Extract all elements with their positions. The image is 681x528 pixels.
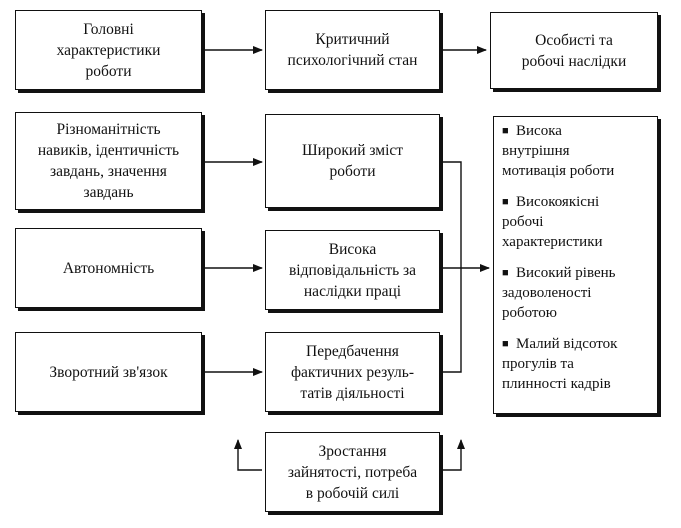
- square-bullet-icon: ■: [502, 196, 509, 208]
- moderator-employment-growth-label: Зростання зайнятості, потреба в робочій …: [287, 442, 418, 502]
- square-bullet-icon: ■: [502, 267, 509, 279]
- header-job-characteristics: Головні характеристики роботи: [15, 10, 202, 90]
- outcome-item: ■Високоякісні робочі характеристики: [502, 194, 603, 250]
- header-psychological-state-label: Критичний психологічний стан: [287, 31, 418, 69]
- state-broad-job-scope-label: Широкий зміст роботи: [301, 142, 404, 180]
- characteristic-feedback: Зворотний зв'язок: [15, 332, 202, 412]
- header-outcomes-label: Особисті та робочі наслідки: [521, 31, 627, 70]
- characteristic-skill-variety: Різноманітність навиків, ідентичність за…: [15, 112, 202, 210]
- state-result-prediction: Передбачення фактичних резуль- татів дія…: [265, 332, 440, 412]
- square-bullet-icon: ■: [502, 338, 509, 350]
- header-psychological-state: Критичний психологічний стан: [265, 10, 440, 90]
- arrow-moderator-right: [440, 439, 465, 471]
- state-broad-job-scope: Широкий зміст роботи: [265, 114, 440, 208]
- state-high-responsibility: Висока відповідальність за наслідки прац…: [265, 230, 440, 310]
- arrow-moderator-left: [234, 439, 262, 471]
- outcome-item: ■Висока внутрішня мотивація роботи: [502, 123, 615, 179]
- square-bullet-icon: ■: [502, 125, 509, 137]
- characteristic-feedback-label: Зворотний зв'язок: [49, 363, 168, 381]
- characteristic-autonomy-label: Автономність: [62, 259, 155, 277]
- header-job-characteristics-label: Головні характеристики роботи: [56, 20, 161, 80]
- header-outcomes: Особисті та робочі наслідки: [490, 12, 658, 89]
- outcome-item: ■Високий рівень задоволеності роботою: [502, 265, 616, 321]
- state-result-prediction-label: Передбачення фактичних резуль- татів дія…: [291, 342, 414, 402]
- moderator-employment-growth: Зростання зайнятості, потреба в робочій …: [265, 432, 440, 512]
- state-high-responsibility-label: Висока відповідальність за наслідки прац…: [288, 240, 417, 300]
- outcome-item: ■Малий відсоток прогулів та плинності ка…: [502, 336, 618, 392]
- characteristic-skill-variety-label: Різноманітність навиків, ідентичність за…: [37, 121, 180, 201]
- outcomes-list: ■Висока внутрішня мотивація роботи ■Висо…: [493, 116, 658, 414]
- line-scope-merge: [440, 161, 462, 373]
- characteristic-autonomy: Автономність: [15, 228, 202, 308]
